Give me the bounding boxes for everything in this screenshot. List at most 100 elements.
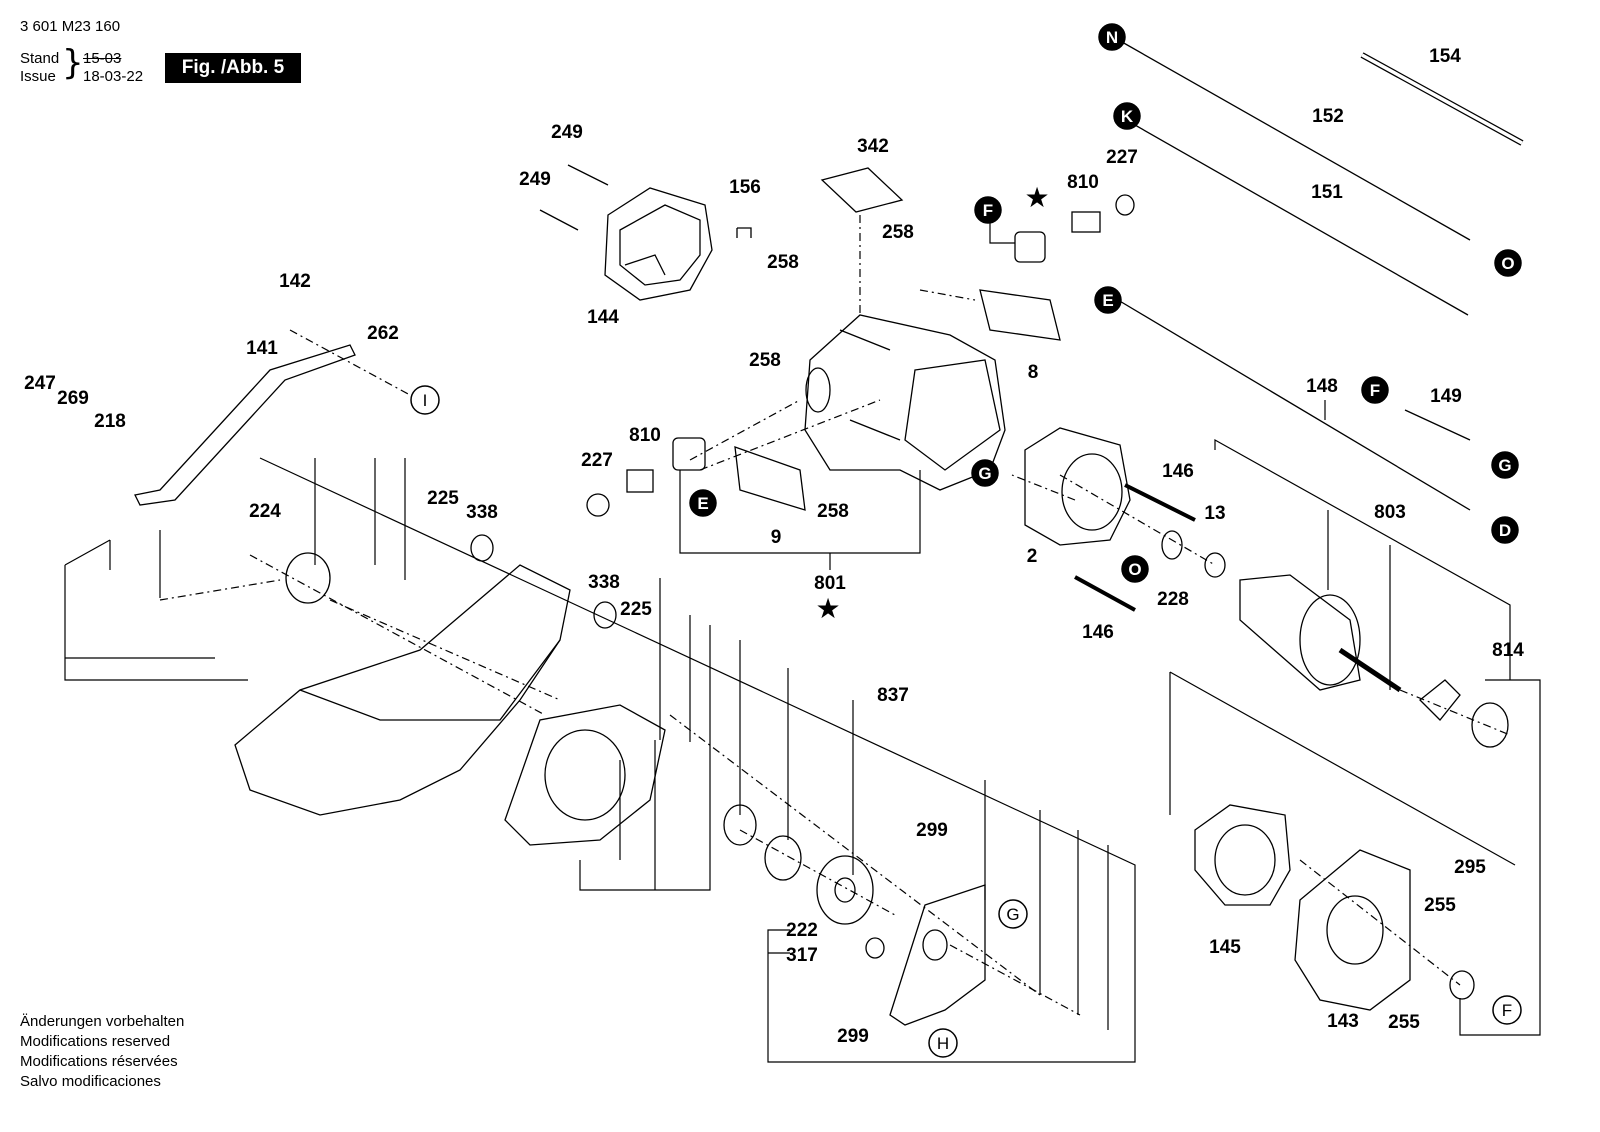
part-label-255: 255	[1388, 1012, 1420, 1033]
blade-cover-drawing	[504, 704, 666, 846]
stand-label: Stand	[20, 50, 60, 67]
connector-markers: N K O F E F G D G O E I G H F	[410, 23, 1522, 1058]
part-label-154: 154	[1429, 46, 1461, 67]
part-label-222: 222	[786, 920, 818, 941]
part-label-317: 317	[786, 945, 818, 966]
part-label-269: 269	[57, 388, 89, 409]
part-label-258: 258	[817, 501, 849, 522]
connector-marker-E: E	[1094, 286, 1122, 314]
connector-marker-G: G	[971, 459, 999, 487]
part-label-262: 262	[367, 323, 399, 344]
connector-marker-H: H	[928, 1028, 958, 1058]
connector-letter: F	[983, 201, 993, 220]
footer-notice: Änderungen vorbehalten Modifications res…	[20, 1012, 184, 1092]
part-label-228: 228	[1157, 589, 1189, 610]
part-label-151: 151	[1311, 182, 1343, 203]
star-symbols: ★★	[815, 182, 1049, 624]
part-label-258: 258	[767, 252, 799, 273]
motor-housing-drawing	[804, 314, 1006, 491]
part-label-2: 2	[1027, 546, 1038, 567]
part-label-13: 13	[1204, 503, 1225, 524]
guard-144-drawing	[604, 187, 713, 301]
part-label-801: 801	[814, 573, 846, 594]
connector-letter: K	[1121, 107, 1134, 126]
connector-letter: O	[1501, 254, 1514, 273]
part-label-144: 144	[587, 307, 619, 328]
part-label-255: 255	[1424, 895, 1456, 916]
star-symbol: ★	[1024, 182, 1049, 213]
connector-letter: G	[1498, 456, 1511, 475]
connector-letter: E	[1102, 291, 1113, 310]
part-label-224: 224	[249, 501, 281, 522]
part-label-338: 338	[588, 572, 620, 593]
connector-letter: O	[1128, 560, 1141, 579]
leader-lines	[64, 215, 1541, 1063]
connector-marker-D: D	[1491, 516, 1519, 544]
part-label-146: 146	[1082, 622, 1114, 643]
connector-letter: F	[1370, 381, 1380, 400]
connector-marker-F: F	[1361, 376, 1389, 404]
connector-marker-I: I	[410, 385, 440, 415]
part-label-218: 218	[94, 411, 126, 432]
part-label-225: 225	[620, 599, 652, 620]
connector-marker-G: G	[1491, 451, 1519, 479]
armature-drawing	[1239, 574, 1402, 693]
part-label-9: 9	[771, 527, 782, 548]
part-label-837: 837	[877, 685, 909, 706]
part-label-299: 299	[916, 820, 948, 841]
part-label-148: 148	[1306, 376, 1338, 397]
connector-marker-O: O	[1494, 249, 1522, 277]
connector-letter: I	[423, 391, 428, 410]
stator-drawing	[1024, 427, 1131, 546]
fan-drawing	[1194, 804, 1291, 906]
part-label-145: 145	[1209, 937, 1241, 958]
part-label-227: 227	[581, 450, 613, 471]
part-label-295: 295	[1454, 857, 1486, 878]
part-label-152: 152	[1312, 106, 1344, 127]
part-label-299: 299	[837, 1026, 869, 1047]
part-label-338: 338	[466, 502, 498, 523]
part-label-143: 143	[1327, 1011, 1359, 1032]
issue-label: Issue	[20, 68, 56, 85]
footer-line-es: Salvo modificaciones	[20, 1073, 161, 1090]
part-label-803: 803	[1374, 502, 1406, 523]
connector-letter: F	[1502, 1001, 1512, 1020]
parts-drawings	[134, 41, 1524, 1026]
part-label-810: 810	[629, 425, 661, 446]
part-label-225: 225	[427, 488, 459, 509]
connector-letter: H	[937, 1034, 949, 1053]
connector-marker-F: F	[974, 196, 1002, 224]
connector-marker-G: G	[998, 899, 1028, 929]
document-number: 3 601 M23 160	[20, 18, 121, 35]
footer-line-de: Änderungen vorbehalten	[20, 1013, 185, 1030]
connector-marker-O: O	[1121, 555, 1149, 583]
footer-line-en: Modifications reserved	[20, 1033, 171, 1050]
part-label-141: 141	[246, 338, 278, 359]
part-label-247: 247	[24, 373, 56, 394]
part-label-814: 814	[1492, 640, 1524, 661]
part-label-227: 227	[1106, 147, 1138, 168]
connector-marker-K: K	[1113, 102, 1141, 130]
connector-letter: E	[697, 494, 708, 513]
end-shield-drawing	[1294, 849, 1411, 1011]
footer-line-fr: Modifications réservées	[20, 1053, 178, 1070]
connector-letter: G	[978, 464, 991, 483]
connector-marker-F: F	[1492, 995, 1522, 1025]
part-label-8: 8	[1028, 362, 1039, 383]
issue-date: 18-03-22	[83, 68, 144, 85]
brace-symbol: }	[62, 43, 84, 83]
connector-marker-E: E	[689, 489, 717, 517]
star-symbol: ★	[815, 593, 840, 624]
blade-guard-drawing	[234, 564, 571, 816]
part-label-258: 258	[882, 222, 914, 243]
connector-letter: D	[1499, 521, 1511, 540]
part-label-149: 149	[1430, 386, 1462, 407]
part-label-249: 249	[551, 122, 583, 143]
part-label-146: 146	[1162, 461, 1194, 482]
figure-badge: Fig. /Abb. 5	[165, 53, 301, 83]
part-label-258: 258	[749, 350, 781, 371]
connector-letter: N	[1106, 28, 1118, 47]
connector-letter: G	[1006, 905, 1019, 924]
